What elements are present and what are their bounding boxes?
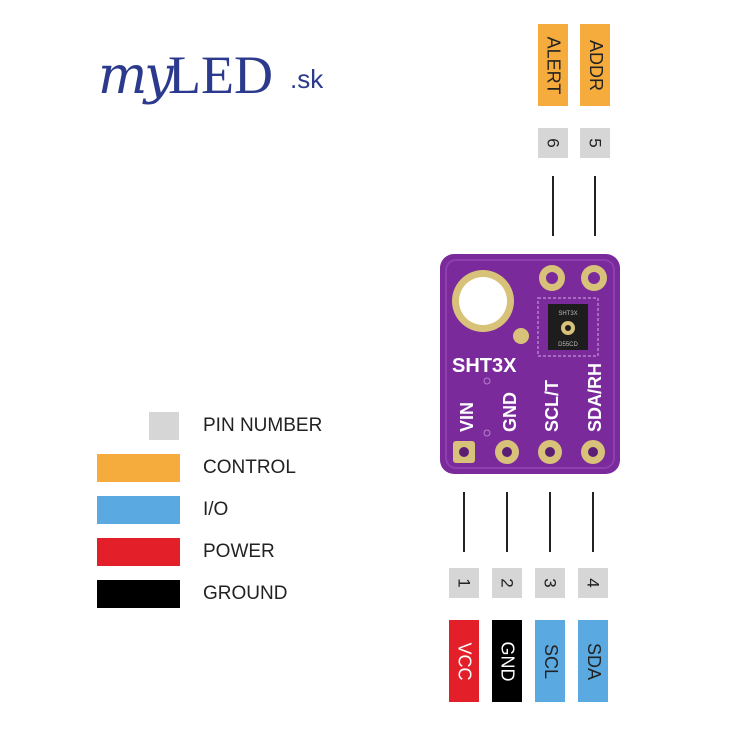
board-title: SHT3X xyxy=(452,355,517,377)
logo-led: LED xyxy=(168,45,273,105)
wire-sda xyxy=(592,492,594,552)
legend-swatch-ground xyxy=(97,580,180,608)
pad-hole xyxy=(459,447,469,457)
wire-scl xyxy=(549,492,551,552)
pin-number-label: 1 xyxy=(455,578,474,588)
legend-pin-number: PIN NUMBER xyxy=(97,412,357,440)
legend-io: I/O xyxy=(97,496,357,524)
myled-logo: my LED .sk xyxy=(98,42,338,112)
pad-hole xyxy=(545,447,555,457)
via-pad xyxy=(513,328,529,344)
silk-mark xyxy=(483,377,491,385)
pin-tag-gnd: GND xyxy=(492,620,522,702)
board-pin-label-gnd: GND xyxy=(500,392,520,432)
legend-control: CONTROL xyxy=(97,454,357,482)
pin-number-1: 1 xyxy=(449,568,479,598)
pad-hole xyxy=(588,272,600,284)
pin-number-label: 3 xyxy=(541,578,560,588)
chip-marking-bottom: D55CD xyxy=(558,342,578,348)
logo-my: my xyxy=(98,46,174,106)
legend-swatch-control xyxy=(97,454,180,482)
pin-tag-label: SCL xyxy=(540,643,561,679)
wire-addr xyxy=(594,176,596,236)
legend-swatch-io xyxy=(97,496,180,524)
legend-swatch-pin-number xyxy=(149,412,179,440)
pin-number-6: 6 xyxy=(538,128,568,158)
legend-label: POWER xyxy=(203,541,275,562)
logo-sk: .sk xyxy=(290,64,324,94)
pad-hole xyxy=(502,447,512,457)
legend-swatch-power xyxy=(97,538,180,566)
pad-hole xyxy=(588,447,598,457)
legend-label: PIN NUMBER xyxy=(203,415,323,436)
legend-label: GROUND xyxy=(203,583,288,604)
pin-tag-sda: SDA xyxy=(578,620,608,702)
pin-number-label: 4 xyxy=(584,578,603,588)
legend-label: I/O xyxy=(203,499,229,520)
board-pin-label-scl: SCL/T xyxy=(542,380,562,432)
pin-number-4: 4 xyxy=(578,568,608,598)
mounting-hole xyxy=(459,277,507,325)
pin-tag-label: SDA xyxy=(583,642,604,680)
board-pin-label-vin: VIN xyxy=(457,402,477,432)
wire-gnd xyxy=(506,492,508,552)
pin-tag-label: VCC xyxy=(454,641,475,681)
legend-power: POWER xyxy=(97,538,357,566)
pin-number-3: 3 xyxy=(535,568,565,598)
pin-number-5: 5 xyxy=(580,128,610,158)
pin-tag-alert: ALERT xyxy=(538,24,568,106)
wire-vcc xyxy=(463,492,465,552)
legend-label: CONTROL xyxy=(203,457,296,478)
pin-tag-vcc: VCC xyxy=(449,620,479,702)
chip-marking-top: SHT3X xyxy=(558,311,577,317)
chip-silkscreen xyxy=(537,297,599,357)
pcb-inner-edge xyxy=(445,259,615,469)
pad-hole xyxy=(546,272,558,284)
silk-mark xyxy=(483,429,491,437)
pin-tag-scl: SCL xyxy=(535,620,565,702)
legend-ground: GROUND xyxy=(97,580,357,608)
wire-alert xyxy=(552,176,554,236)
pin-number-2: 2 xyxy=(492,568,522,598)
board-pin-label-sda: SDA/RH xyxy=(585,363,605,432)
pin-tag-label: GND xyxy=(497,641,518,681)
sensor-dot xyxy=(565,325,571,331)
pin-number-label: 2 xyxy=(498,578,517,588)
pin-tag-addr: ADDR xyxy=(580,24,610,106)
